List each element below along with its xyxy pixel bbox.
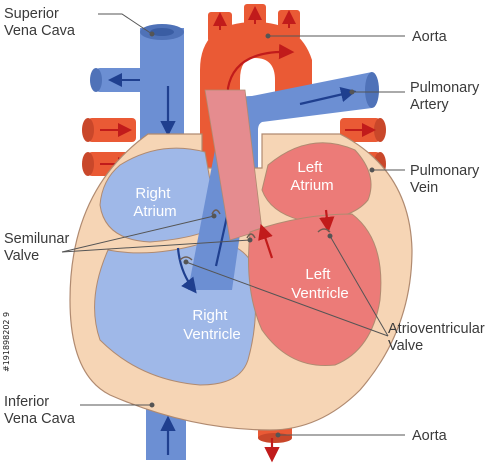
label-aorta-bottom: Aorta <box>412 428 448 444</box>
stock-id-watermark: #191898202 9 <box>2 312 11 372</box>
label-pulmonary-vein: Pulmonary Vein <box>410 163 483 196</box>
label-left-atrium: Left Atrium <box>290 159 333 194</box>
leader-superior-vena-cava <box>98 13 153 35</box>
flow-arrow-right-av <box>176 247 197 294</box>
label-left-ventricle: Left Ventricle <box>291 266 349 302</box>
left-ventricle-chamber <box>248 213 382 367</box>
label-superior-vena-cava: Superior Vena Cava <box>4 6 76 39</box>
leader-av-2 <box>185 261 389 337</box>
left-atrium-chamber <box>261 142 372 221</box>
right-atrium-chamber <box>99 147 219 243</box>
flow-arrow-left-av <box>319 209 335 233</box>
valve-marker-semilunar-1 <box>211 209 221 215</box>
leader-semilunar-1 <box>61 215 215 253</box>
valve-marker-av-right <box>179 256 193 261</box>
label-aorta-top: Aorta <box>412 29 448 45</box>
label-atrioventricular-valve: Atrioventricular Valve <box>388 321 489 354</box>
label-inferior-vena-cava: Inferior Vena Cava <box>4 394 76 427</box>
valve-marker-av-left <box>317 228 331 233</box>
label-pulmonary-artery: Pulmonary Artery <box>410 80 483 113</box>
label-right-ventricle: Right Ventricle <box>183 307 241 343</box>
label-semilunar-valve: Semilunar Valve <box>4 231 73 264</box>
pulmonary-artery <box>222 72 379 175</box>
leader-lines <box>61 13 405 438</box>
brachiocephalic-vein <box>90 68 146 92</box>
leader-semilunar-2 <box>61 239 251 253</box>
label-right-atrium: Right Atrium <box>133 185 176 220</box>
leader-av-1 <box>329 235 389 337</box>
valve-marker-semilunar-2 <box>246 233 256 239</box>
flow-arrow-left-ventricle-out <box>258 223 274 259</box>
